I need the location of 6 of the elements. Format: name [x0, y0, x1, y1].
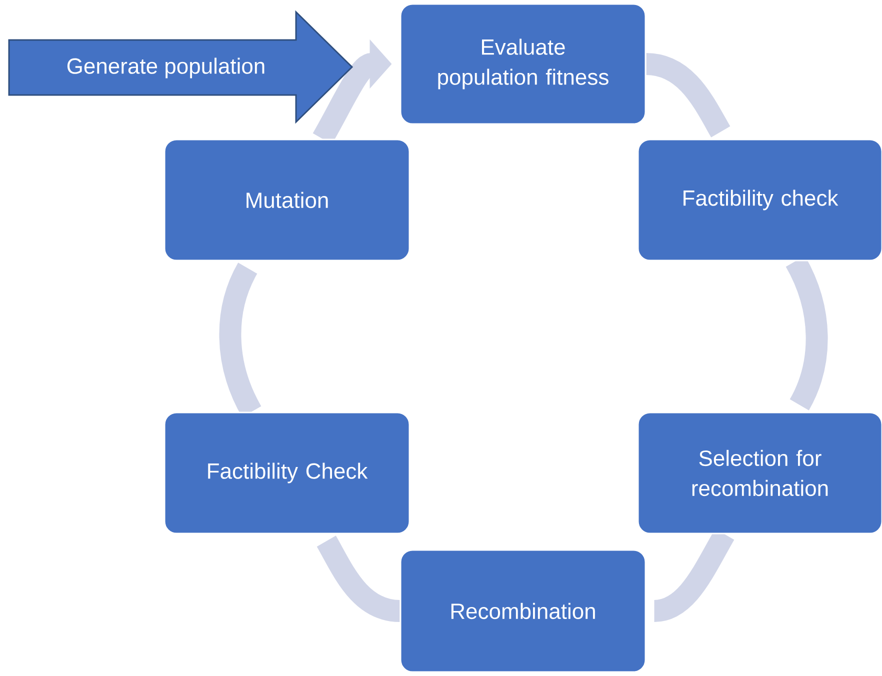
process-box: Recombination: [400, 549, 646, 673]
process-box: Factibility check: [637, 138, 882, 262]
process-box: Evaluate population fitness: [400, 3, 646, 125]
process-box: Selection for recombination: [637, 412, 882, 534]
process-box: Factibility Check: [164, 412, 410, 534]
process-box: Mutation: [164, 138, 410, 262]
